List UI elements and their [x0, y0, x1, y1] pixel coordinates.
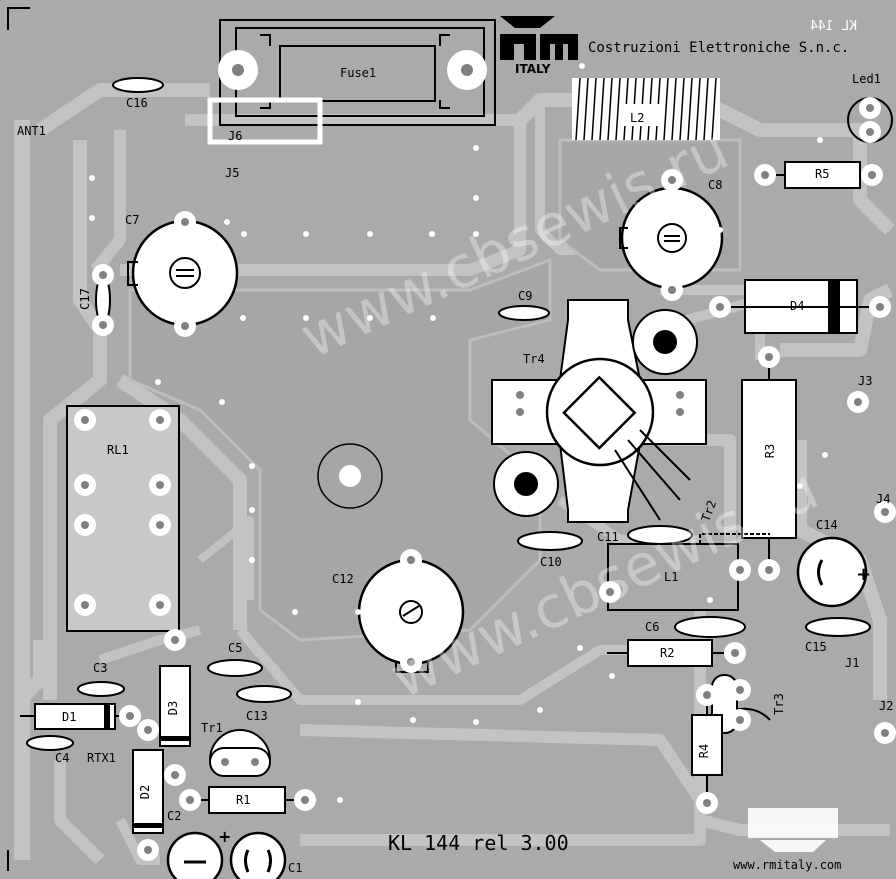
brand-name: Costruzioni Elettroniche S.n.c. — [588, 40, 850, 56]
l2-coil — [572, 77, 720, 141]
label-r1: R1 — [236, 793, 251, 807]
label-l2: L2 — [630, 111, 645, 125]
label-tr1: Tr1 — [201, 721, 223, 735]
label-d3: D3 — [166, 700, 181, 716]
label-c3: C3 — [93, 661, 108, 675]
label-r2: R2 — [660, 646, 675, 660]
label-r4: R4 — [697, 743, 712, 759]
svg-text:+: + — [856, 564, 871, 585]
label-d1: D1 — [62, 710, 77, 724]
c1-body — [229, 831, 287, 879]
brand-country: ITALY — [515, 62, 551, 76]
label-rl1: RL1 — [107, 443, 129, 457]
c16-body — [112, 77, 164, 93]
rm-logo-bottom — [748, 808, 838, 852]
vias — [89, 63, 828, 803]
label-r3: R3 — [763, 443, 778, 459]
label-c16: C16 — [126, 96, 148, 110]
c8-screw — [657, 223, 687, 253]
r5-body — [784, 161, 861, 189]
label-j6: J6 — [228, 129, 243, 143]
c13-body — [236, 685, 292, 703]
label-rtx1: RTX1 — [87, 751, 116, 765]
d1-body — [34, 703, 116, 730]
c5-body — [207, 659, 263, 677]
label-j1: J1 — [845, 656, 860, 670]
label-c15: C15 — [805, 640, 827, 654]
label-j3: J3 — [858, 374, 873, 388]
label-l1: L1 — [664, 570, 679, 584]
board-version-label: KL 144 rel 3.00 — [388, 831, 569, 855]
label-c14: C14 — [816, 518, 838, 532]
label-tr3: Tr3 — [771, 693, 786, 715]
label-j5: J5 — [225, 166, 240, 180]
label-c1: C1 — [288, 861, 303, 875]
label-c6: C6 — [645, 620, 660, 634]
c15-body — [805, 617, 871, 637]
c7-screw — [169, 257, 201, 289]
label-c7: C7 — [125, 213, 140, 227]
label-fuse1: Fuse1 — [340, 66, 377, 80]
label-c12: C12 — [332, 572, 354, 586]
r1-body — [208, 786, 286, 814]
label-c10: C10 — [540, 555, 562, 569]
c3-body — [77, 681, 125, 697]
c14-body — [796, 536, 868, 608]
c6-body — [674, 616, 746, 638]
label-c11: C11 — [597, 530, 619, 544]
rm-logo — [500, 16, 578, 60]
svg-text:+: + — [218, 827, 231, 846]
label-j4: J4 — [876, 492, 891, 506]
label-c5: C5 — [228, 641, 243, 655]
l1-body — [607, 543, 739, 611]
c2-body — [166, 831, 224, 879]
mounting-hole — [317, 443, 383, 509]
website-label: www.rmitaly.com — [733, 858, 842, 872]
label-c8: C8 — [708, 178, 723, 192]
d3-body — [159, 665, 191, 747]
label-d4: D4 — [790, 299, 805, 313]
c4-body — [26, 735, 74, 751]
c7-body — [131, 219, 239, 327]
label-c9: C9 — [518, 289, 533, 303]
frame-corner-tl — [7, 7, 30, 30]
label-led1: Led1 — [852, 72, 881, 86]
label-d2: D2 — [138, 784, 153, 800]
label-c2: C2 — [167, 809, 182, 823]
label-c4: C4 — [55, 751, 70, 765]
r2-body — [627, 639, 713, 667]
label-ant1: ANT1 — [17, 124, 46, 138]
d2-body — [132, 749, 164, 834]
c9-body — [498, 305, 550, 321]
label-j2: J2 — [879, 699, 894, 713]
label-c17: C17 — [77, 288, 92, 310]
fuse-pad-right-hole — [461, 64, 473, 76]
label-r5: R5 — [815, 167, 830, 181]
fuse-pad-left-hole — [232, 64, 244, 76]
board-code-mirrored: KL 144 — [810, 19, 857, 34]
label-c13: C13 — [246, 709, 268, 723]
c10-body — [517, 531, 583, 551]
label-tr4: Tr4 — [523, 352, 545, 366]
